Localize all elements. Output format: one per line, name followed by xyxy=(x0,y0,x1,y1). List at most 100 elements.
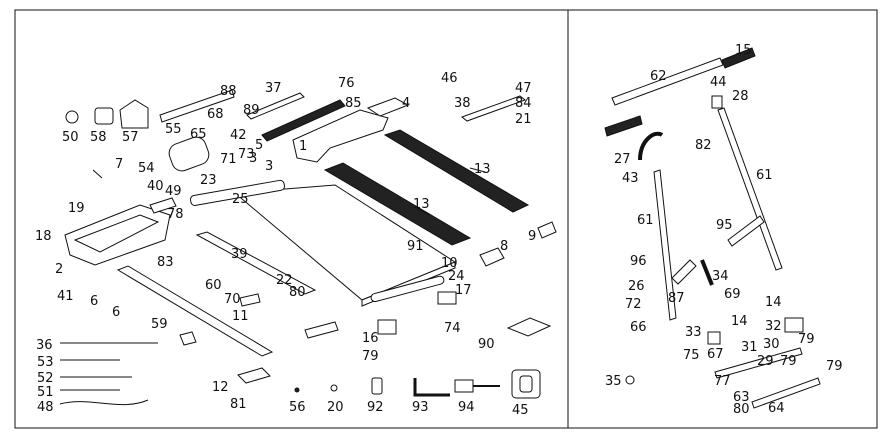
base-bar-29 xyxy=(714,347,803,379)
label-94: 94 xyxy=(458,400,475,415)
leader-13a xyxy=(414,206,431,216)
label-74: 74 xyxy=(444,321,461,336)
label-54: 54 xyxy=(138,161,155,176)
nut-50 xyxy=(65,110,79,124)
label-84: 84 xyxy=(515,96,532,111)
label-4: 4 xyxy=(402,96,410,111)
handrail-62 xyxy=(611,57,724,106)
bracket-47 xyxy=(460,95,527,122)
label-33: 33 xyxy=(685,325,702,340)
label-43: 43 xyxy=(622,171,639,186)
label-17: 17 xyxy=(455,283,472,298)
label-90: 90 xyxy=(478,337,495,352)
label-53: 53 xyxy=(37,355,54,370)
label-22: 22 xyxy=(276,273,293,288)
label-59: 59 xyxy=(151,317,168,332)
controller-tray xyxy=(64,204,171,266)
motor xyxy=(168,136,210,172)
label-14a: 14 xyxy=(765,295,782,310)
label-9: 9 xyxy=(528,229,536,244)
label-66: 66 xyxy=(630,320,647,335)
label-24: 24 xyxy=(448,269,465,284)
bracket-27 xyxy=(638,131,664,161)
rail-strip-76 xyxy=(261,99,346,142)
part-57 xyxy=(119,99,149,129)
label-79d: 79 xyxy=(780,354,797,369)
label-55: 55 xyxy=(165,122,182,137)
label-51: 51 xyxy=(37,385,54,400)
label-15: 15 xyxy=(735,43,752,58)
label-52: 52 xyxy=(37,371,54,386)
label-76: 76 xyxy=(338,76,355,91)
upright-61-left xyxy=(653,169,677,321)
label-30: 30 xyxy=(763,337,780,352)
foot-81 xyxy=(237,367,271,384)
part-78 xyxy=(149,197,177,214)
leader-13b xyxy=(469,167,486,173)
label-2: 2 xyxy=(55,262,63,277)
foot-pad xyxy=(179,331,197,346)
label-82: 82 xyxy=(695,138,712,153)
label-13b: 13 xyxy=(474,162,491,177)
label-21: 21 xyxy=(515,112,532,127)
running-belt-strip-upper xyxy=(383,129,530,213)
label-10: 10 xyxy=(441,256,458,271)
safety-key-45 xyxy=(511,369,541,399)
grip-left xyxy=(604,115,643,137)
label-85: 85 xyxy=(345,96,362,111)
bottle-92 xyxy=(371,377,383,395)
label-36: 36 xyxy=(36,338,53,353)
hood-cover xyxy=(292,109,389,163)
label-68: 68 xyxy=(207,107,224,122)
label-65: 65 xyxy=(190,127,207,142)
bracket-26 xyxy=(671,259,697,285)
label-72: 72 xyxy=(625,297,642,312)
label-27: 27 xyxy=(614,152,631,167)
label-77: 77 xyxy=(714,374,731,389)
manual-book xyxy=(506,317,552,337)
label-60: 60 xyxy=(205,278,222,293)
part-34 xyxy=(700,259,714,286)
label-34: 34 xyxy=(712,269,729,284)
label-80b: 80 xyxy=(733,402,750,417)
label-96: 96 xyxy=(630,254,647,269)
label-13a: 13 xyxy=(413,197,430,212)
label-83: 83 xyxy=(157,255,174,270)
label-49: 49 xyxy=(165,184,182,199)
controller-tray-inner xyxy=(73,214,160,253)
leader-7 xyxy=(92,169,103,179)
label-32: 32 xyxy=(765,319,782,334)
label-38: 38 xyxy=(454,96,471,111)
grip-right xyxy=(721,47,756,69)
label-61a: 61 xyxy=(637,213,654,228)
part-4 xyxy=(366,97,410,117)
label-69: 69 xyxy=(724,287,741,302)
label-40: 40 xyxy=(147,179,164,194)
label-75: 75 xyxy=(683,348,700,363)
hex-key-93 xyxy=(413,378,450,397)
label-88: 88 xyxy=(220,84,237,99)
washer-20 xyxy=(330,384,338,392)
label-92: 92 xyxy=(367,400,384,415)
label-87: 87 xyxy=(668,291,685,306)
right-panel-frame xyxy=(567,9,878,429)
label-41: 41 xyxy=(57,289,74,304)
label-31: 31 xyxy=(741,340,758,355)
label-79b: 79 xyxy=(798,332,815,347)
side-rail-60 xyxy=(195,231,317,295)
label-5: 5 xyxy=(255,138,263,153)
pad-70 xyxy=(239,293,261,307)
label-26: 26 xyxy=(628,279,645,294)
label-1: 1 xyxy=(299,139,307,154)
screw-56 xyxy=(294,387,300,393)
label-14b: 14 xyxy=(731,314,748,329)
part-number-labels: 1 2 3 3 4 5 6 6 7 8 9 10 11 12 13 13 14 … xyxy=(35,43,843,418)
label-48: 48 xyxy=(37,400,54,415)
label-29: 29 xyxy=(757,354,774,369)
bracket-79 xyxy=(784,317,804,333)
label-28: 28 xyxy=(732,89,749,104)
label-8: 8 xyxy=(500,239,508,254)
label-11: 11 xyxy=(232,309,249,324)
label-81: 81 xyxy=(230,397,247,412)
